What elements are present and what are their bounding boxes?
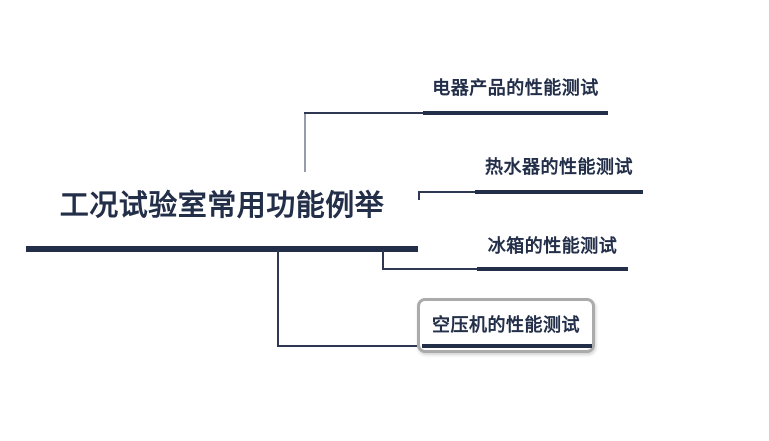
- root-node-label[interactable]: 工况试验室常用功能例举: [59, 190, 385, 222]
- connector-branch1-horizontal: [304, 112, 423, 114]
- branch-underline-air-compressor: [422, 344, 592, 348]
- connector-branch1-vertical: [304, 112, 306, 172]
- branch-node-air-compressor[interactable]: 空压机的性能测试: [417, 298, 595, 353]
- connector-branch3-horizontal: [382, 268, 477, 270]
- connector-branch2-stub: [418, 191, 420, 200]
- branch-underline-refrigerator: [477, 267, 628, 271]
- branch-node-refrigerator[interactable]: 冰箱的性能测试: [487, 236, 618, 256]
- connector-branch4-horizontal: [277, 345, 417, 347]
- branch-underline-appliance: [423, 111, 608, 115]
- branch-underline-water-heater: [475, 190, 643, 194]
- branch-node-air-compressor-label: 空压机的性能测试: [432, 314, 580, 335]
- branch-node-water-heater[interactable]: 热水器的性能测试: [485, 157, 633, 177]
- branch-node-appliance[interactable]: 电器产品的性能测试: [432, 78, 599, 98]
- root-node-underline: [26, 246, 418, 252]
- connector-branch2-horizontal: [418, 191, 475, 193]
- connector-branch4-vertical: [277, 250, 279, 346]
- connector-branch3-vertical: [382, 250, 384, 270]
